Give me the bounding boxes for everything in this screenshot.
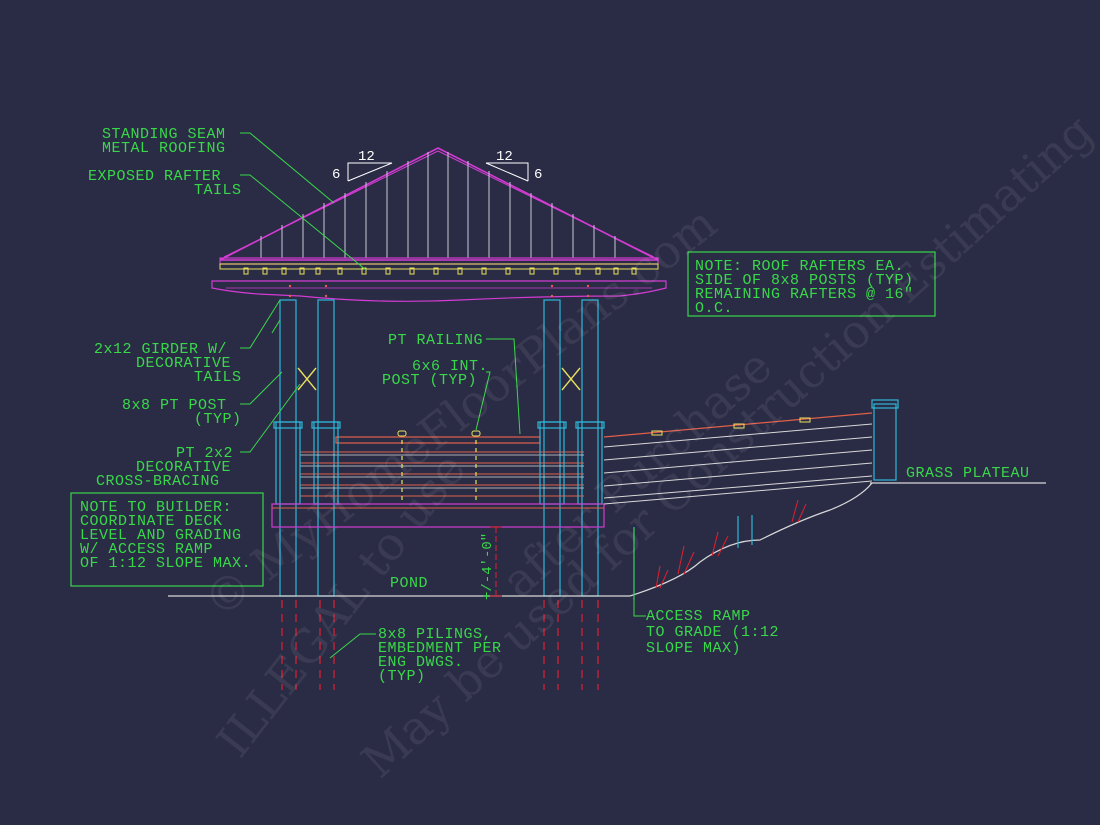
pitch-symbol-left — [347, 162, 393, 182]
label-rafter-tails-1: EXPOSED RAFTER — [88, 168, 221, 185]
access-ramp — [603, 399, 899, 600]
watermark: ILLEGAL to use © MyHomeFloorPlans.com Ma… — [194, 104, 1100, 789]
roof-note-line-4: O.C. — [695, 300, 733, 317]
label-pilings-3: ENG DWGS. — [378, 654, 464, 671]
standing-seams — [260, 152, 616, 258]
label-rafter-tails-2: TAILS — [194, 182, 242, 199]
label-int-post-1: 6x6 INT. — [412, 358, 488, 375]
pitch-symbol-right — [485, 162, 529, 182]
builder-note-line-1: NOTE TO BUILDER: — [80, 499, 232, 516]
label-bracing-3: CROSS-BRACING — [96, 473, 220, 490]
girder — [211, 280, 667, 302]
pilings — [281, 600, 599, 690]
label-pilings-4: (TYP) — [378, 668, 426, 685]
builder-note-line-2: COORDINATE DECK — [80, 513, 223, 530]
roof-note-line-2: SIDE OF 8x8 POSTS (TYP) — [695, 272, 914, 289]
label-bracing-1: PT 2x2 — [176, 445, 233, 462]
rafter-tails — [243, 267, 637, 275]
pt-railing — [300, 430, 584, 504]
pitch-right-rise: 6 — [534, 167, 542, 183]
roof-note-line-3: REMAINING RAFTERS @ 16" — [695, 286, 914, 303]
label-pond: POND — [390, 575, 428, 592]
roof-note-line-1: NOTE: ROOF RAFTERS EA. — [695, 258, 904, 275]
label-railing: PT RAILING — [388, 332, 483, 349]
cross-bracing — [297, 367, 581, 391]
leader-lines — [240, 132, 646, 659]
roof-outline — [219, 147, 659, 261]
label-pilings-2: EMBEDMENT PER — [378, 640, 502, 657]
pitch-left-rise: 6 — [332, 167, 340, 183]
label-post-1: 8x8 PT POST — [122, 397, 227, 414]
label-pilings-1: 8x8 PILINGS, — [378, 626, 492, 643]
builder-note-line-5: OF 1:12 SLOPE MAX. — [80, 555, 251, 572]
label-grass: GRASS PLATEAU — [906, 465, 1030, 482]
pitch-left-run: 12 — [358, 149, 375, 165]
label-post-2: (TYP) — [194, 411, 242, 428]
builder-note-line-4: W/ ACCESS RAMP — [80, 541, 213, 558]
label-girder-3: TAILS — [194, 369, 242, 386]
roof-note-box — [687, 251, 936, 317]
label-girder-1: 2x12 GIRDER W/ — [94, 341, 227, 358]
height-dimension-text: +/-4'-0" — [480, 533, 496, 600]
label-standing-seam-1: STANDING SEAM — [102, 126, 226, 143]
label-ramp-3: SLOPE MAX) — [646, 640, 741, 657]
label-bracing-2: DECORATIVE — [136, 459, 231, 476]
label-ramp-1: ACCESS RAMP — [646, 608, 751, 625]
roof: 12 6 12 6 — [219, 147, 659, 275]
watermark-line-3: May be used for Construction Estimating — [351, 104, 1100, 789]
pitch-right-run: 12 — [496, 149, 513, 165]
annotations: STANDING SEAM METAL ROOFING EXPOSED RAFT… — [80, 126, 1030, 685]
height-dimension — [490, 526, 502, 597]
label-int-post-2: POST (TYP) — [382, 372, 477, 389]
label-standing-seam-2: METAL ROOFING — [102, 140, 226, 157]
label-ramp-2: TO GRADE (1:12 — [646, 624, 779, 641]
builder-note-box — [70, 492, 264, 587]
label-girder-2: DECORATIVE — [136, 355, 231, 372]
grass-tufts — [655, 499, 807, 589]
deck — [271, 503, 605, 528]
builder-note-line-3: LEVEL AND GRADING — [80, 527, 242, 544]
